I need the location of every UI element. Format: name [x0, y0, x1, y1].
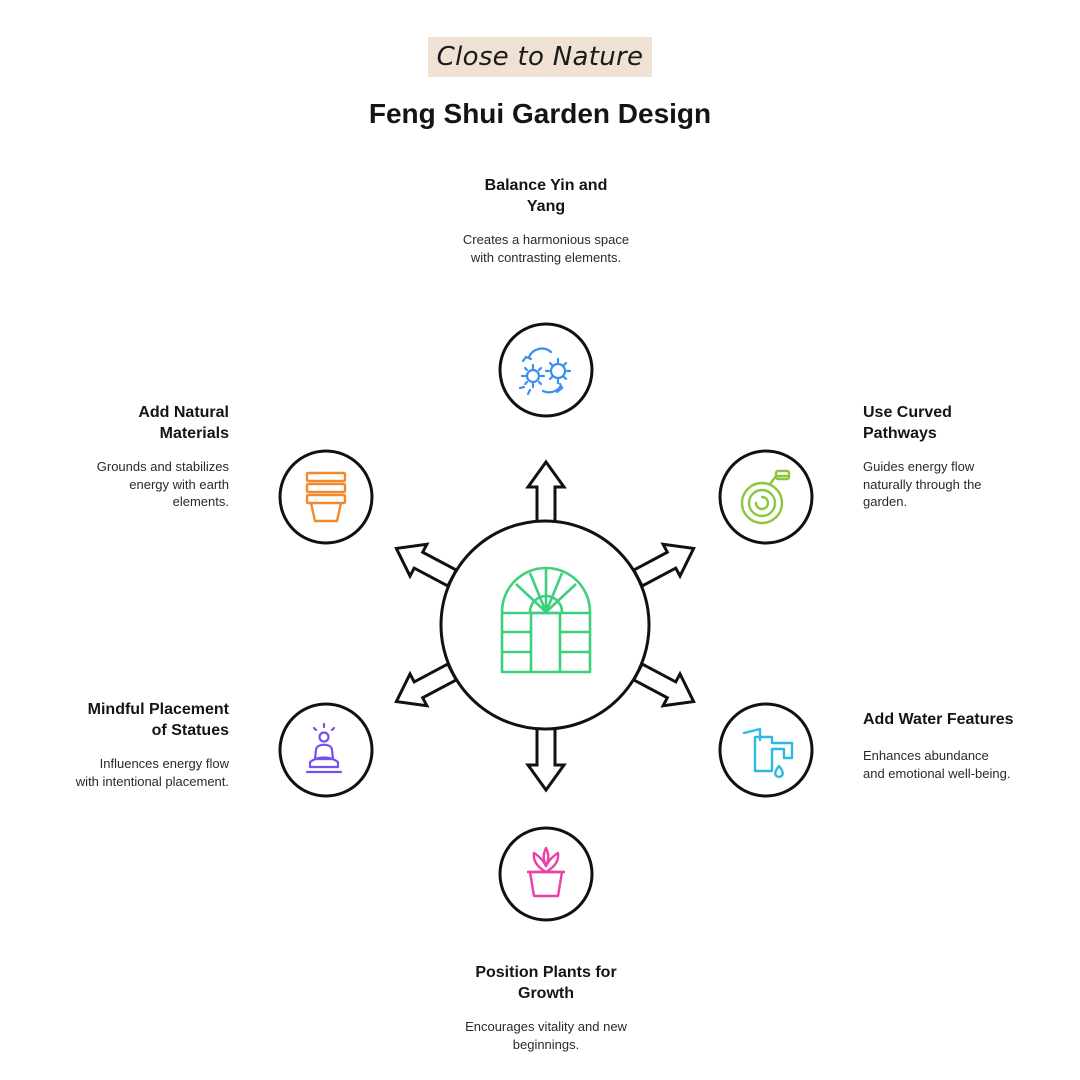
- node-label-yin-yang: Balance Yin and Yang: [484, 177, 608, 215]
- node-desc-statues: Influences energy flow with intentional …: [75, 756, 229, 789]
- hub-circle: [439, 519, 651, 731]
- node-desc-yin-yang: Creates a harmonious space with contrast…: [462, 232, 630, 265]
- node-circle-water: [718, 702, 814, 798]
- stacked-pots-icon: [305, 471, 347, 523]
- arched-greenhouse-window-icon: [500, 566, 592, 674]
- node-desc-plants: Encourages vitality and new beginnings.: [465, 1019, 627, 1052]
- node-circle-statues: [278, 702, 374, 798]
- diagram-title: Feng Shui Garden Design: [368, 98, 712, 129]
- gears-icon: [518, 347, 572, 396]
- faucet-icon: [742, 727, 794, 779]
- header-tag: Close to Nature: [428, 37, 652, 77]
- node-desc-water: Enhances abundance and emotional well-be…: [863, 748, 1011, 781]
- node-desc-curved: Guides energy flow naturally through the…: [863, 459, 982, 509]
- node-label-materials: Add Natural Materials: [138, 404, 229, 442]
- meditating-statue-icon: [305, 722, 343, 774]
- arrow-lower-right: [631, 662, 696, 708]
- arrow-down: [525, 725, 567, 793]
- node-desc-materials: Grounds and stabilizes energy with earth…: [96, 459, 229, 509]
- arrow-up: [525, 459, 567, 527]
- arrow-upper-left: [394, 542, 459, 588]
- node-label-plants: Position Plants for Growth: [475, 964, 617, 1002]
- garden-hose-icon: [740, 469, 791, 525]
- node-circle-materials: [278, 449, 374, 545]
- arrow-lower-left: [394, 662, 459, 708]
- node-circle-plants: [498, 826, 594, 922]
- node-label-water: Add Water Features: [863, 711, 1014, 728]
- node-label-curved: Use Curved Pathways: [863, 404, 952, 442]
- node-label-statues: Mindful Placement of Statues: [87, 701, 229, 739]
- potted-plant-icon: [527, 846, 565, 898]
- arrow-upper-right: [631, 542, 696, 588]
